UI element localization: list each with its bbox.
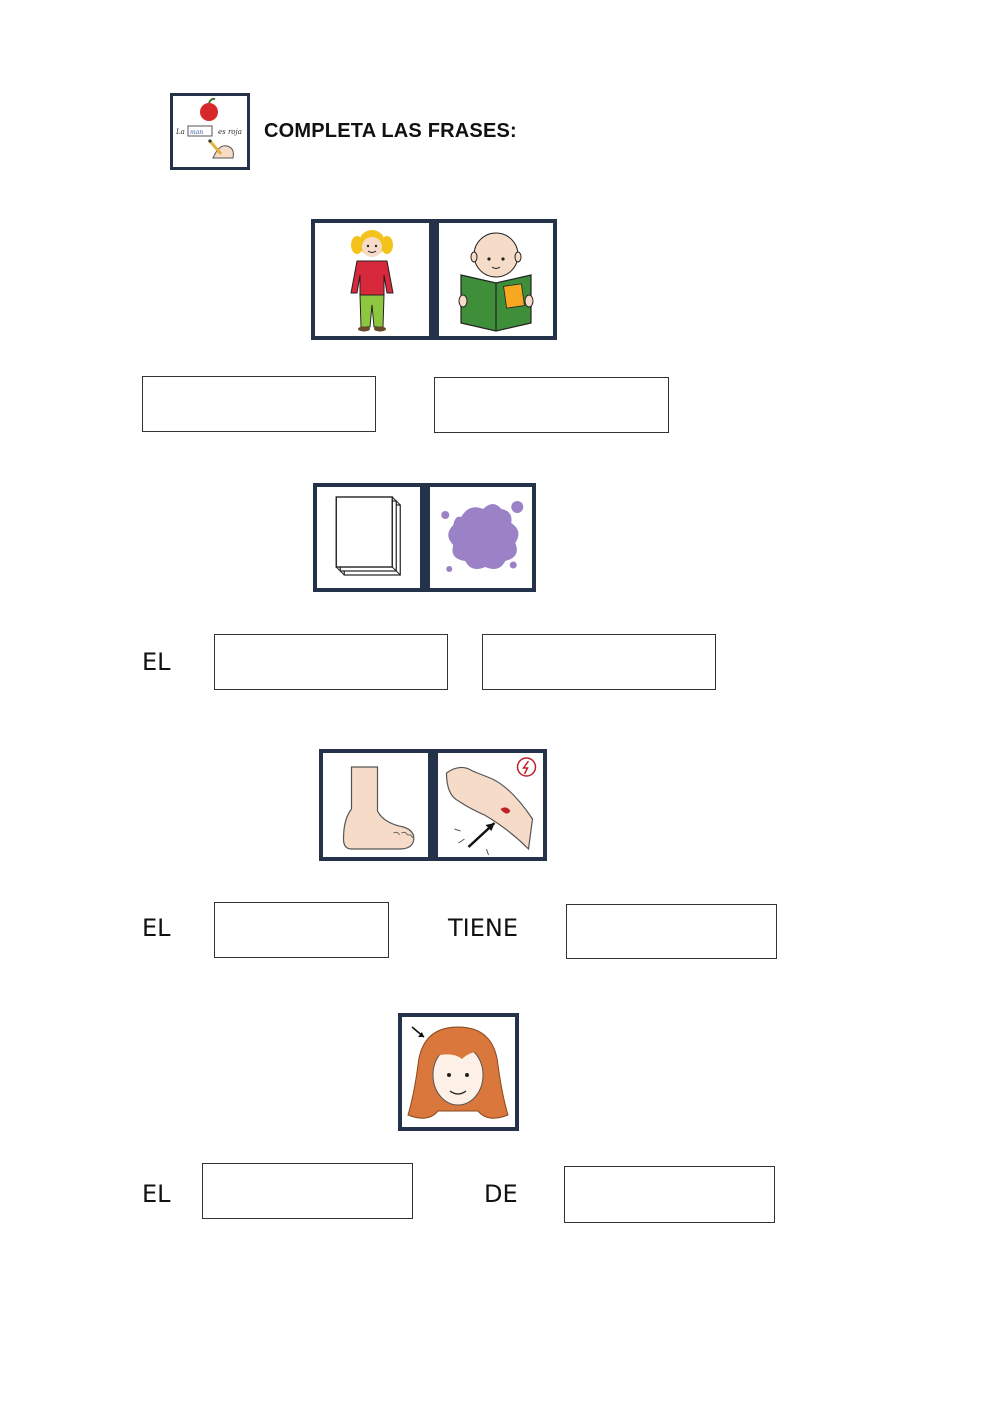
wounded-arm-icon [438, 753, 543, 857]
pictogram-strip-2 [313, 483, 536, 592]
answer-box-3b[interactable] [566, 904, 777, 959]
foot-icon [323, 753, 428, 857]
answer-box-1a[interactable] [142, 376, 376, 432]
article-el-4: EL [142, 1180, 171, 1208]
answer-box-3a[interactable] [214, 902, 389, 958]
reading-book-icon [439, 223, 553, 336]
hair-icon [398, 1013, 519, 1131]
answer-box-4b[interactable] [564, 1166, 775, 1223]
purple-stain-icon [429, 487, 532, 588]
paper-sheets-icon [317, 487, 420, 588]
answer-box-1b[interactable] [434, 377, 669, 433]
write-sentence-icon: La man es roja [170, 93, 250, 170]
pictogram-strip-1 [311, 219, 557, 340]
svg-text:es roja: es roja [218, 128, 242, 136]
answer-box-2a[interactable] [214, 634, 448, 690]
svg-text:La: La [175, 128, 185, 136]
answer-box-2b[interactable] [482, 634, 716, 690]
preposition-de: DE [484, 1180, 518, 1208]
article-el-3: EL [142, 914, 171, 942]
pictogram-strip-3 [319, 749, 547, 861]
page-title: COMPLETA LAS FRASES: [264, 120, 517, 142]
svg-text:man: man [190, 129, 203, 136]
verb-tiene: TIENE [448, 914, 519, 942]
answer-box-4a[interactable] [202, 1163, 413, 1219]
article-el-2: EL [142, 648, 171, 676]
girl-icon [315, 223, 429, 336]
